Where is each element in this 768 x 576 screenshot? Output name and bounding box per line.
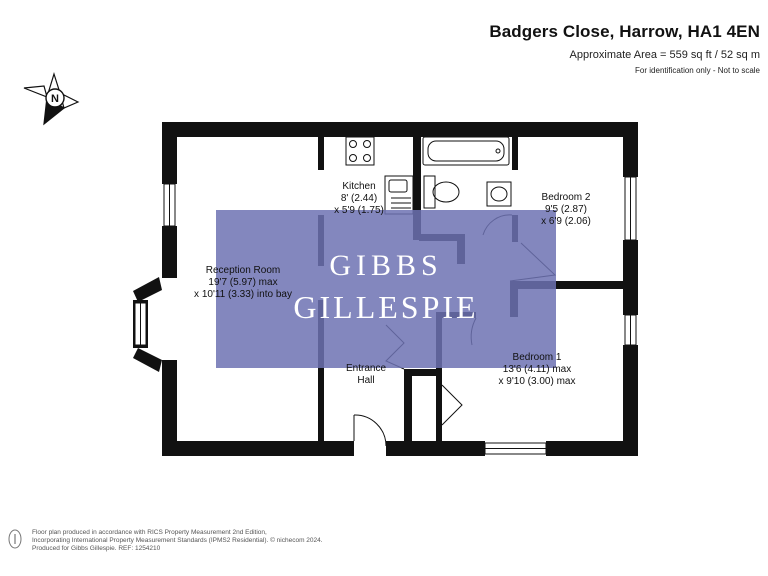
- bath-icon: [422, 136, 510, 166]
- svg-text:Entrance: Entrance: [346, 363, 386, 374]
- svg-text:13'6 (4.11) max: 13'6 (4.11) max: [503, 364, 571, 375]
- svg-text:Bedroom 2: Bedroom 2: [542, 192, 591, 203]
- room-label-bedroom-1: Bedroom 1 13'6 (4.11) max x 9'10 (3.00) …: [499, 352, 576, 387]
- footer-line-3: Produced for Gibbs Gillespie. REF: 12542…: [32, 545, 161, 552]
- svg-text:8' (2.44): 8' (2.44): [341, 193, 377, 204]
- room-label-reception: Reception Room 19'7 (5.97) max x 10'11 (…: [194, 265, 292, 300]
- watermark-line1: Gibbs: [329, 249, 442, 282]
- footer-line-1: Floor plan produced in accordance with R…: [32, 529, 267, 536]
- svg-text:x 6'9 (2.06): x 6'9 (2.06): [541, 216, 591, 227]
- room-label-bedroom-2: Bedroom 2 9'5 (2.87) x 6'9 (2.06): [541, 192, 591, 227]
- svg-text:x 10'11 (3.33) into bay: x 10'11 (3.33) into bay: [194, 289, 292, 300]
- approximate-area: Approximate Area = 559 sq ft / 52 sq m: [569, 49, 760, 61]
- svg-text:9'5 (2.87): 9'5 (2.87): [545, 204, 587, 215]
- room-label-kitchen: Kitchen 8' (2.44) x 5'9 (1.75): [334, 181, 384, 216]
- nichecom-logo-icon: [8, 529, 22, 549]
- fixtures: [345, 136, 512, 215]
- footer-line-2: Incorporating International Property Mea…: [32, 537, 323, 544]
- svg-text:x 9'10 (3.00) max: x 9'10 (3.00) max: [499, 376, 576, 387]
- watermark-line2: Gillespie: [293, 289, 478, 325]
- footer: Floor plan produced in accordance with R…: [8, 529, 323, 553]
- svg-text:Reception Room: Reception Room: [206, 265, 280, 276]
- svg-text:Hall: Hall: [357, 375, 374, 386]
- svg-text:Bedroom 1: Bedroom 1: [513, 352, 562, 363]
- toilet-cistern-icon: [423, 175, 436, 209]
- windows: [134, 176, 637, 455]
- watermark: Gibbs Gillespie: [216, 210, 556, 368]
- svg-text:Kitchen: Kitchen: [342, 181, 375, 192]
- toilet-icon: [432, 181, 460, 203]
- header: Badgers Close, Harrow, HA1 4EN Approxima…: [489, 0, 760, 75]
- property-title: Badgers Close, Harrow, HA1 4EN: [489, 22, 760, 41]
- hob-icon: [345, 136, 375, 166]
- basin-icon: [486, 181, 512, 207]
- compass-north-label: N: [51, 93, 59, 105]
- svg-text:x 5'9 (1.75): x 5'9 (1.75): [334, 205, 384, 216]
- compass-icon: N: [23, 71, 80, 126]
- room-label-entrance-hall: Entrance Hall: [346, 363, 386, 386]
- scale-note: For identification only - Not to scale: [635, 66, 760, 75]
- svg-text:19'7 (5.97) max: 19'7 (5.97) max: [208, 277, 277, 288]
